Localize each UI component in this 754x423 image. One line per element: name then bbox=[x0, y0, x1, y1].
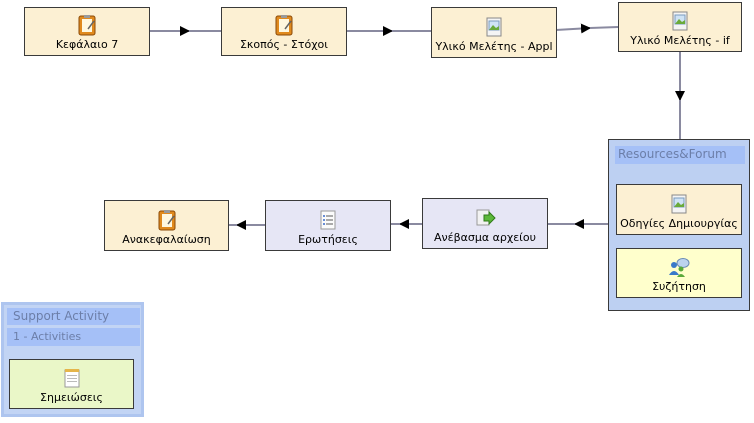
edge-appl-if bbox=[555, 23, 591, 34]
node-kefalaio[interactable]: Κεφάλαιο 7 bbox=[24, 7, 150, 56]
clipboard-icon bbox=[78, 15, 96, 36]
node-label: Οδηγίες Δημιουργίας bbox=[620, 217, 738, 230]
node-anevasma[interactable]: Ανέβασμα αρχείου bbox=[422, 198, 548, 249]
node-syzitisi[interactable]: Συζήτηση bbox=[616, 248, 742, 298]
image-document-icon bbox=[671, 194, 687, 214]
node-label: Ανακεφαλαίωση bbox=[122, 233, 211, 246]
node-skopos[interactable]: Σκοπός - Στόχοι bbox=[221, 7, 347, 56]
node-yliko-appl[interactable]: Υλικό Μελέτης - Appl bbox=[431, 7, 557, 58]
node-anakefalaiosi[interactable]: Ανακεφαλαίωση bbox=[104, 200, 229, 251]
group-subtitle: 1 - Activities bbox=[7, 328, 140, 346]
questionnaire-icon bbox=[320, 210, 336, 230]
node-yliko-if[interactable]: Υλικό Μελέτης - if bbox=[618, 2, 742, 52]
notepad-icon bbox=[64, 369, 79, 388]
node-odigies[interactable]: Οδηγίες Δημιουργίας bbox=[616, 184, 742, 235]
node-label: Σημειώσεις bbox=[40, 391, 103, 404]
upload-file-icon bbox=[476, 209, 496, 226]
group-title: Support Activity bbox=[7, 308, 140, 325]
node-label: Κεφάλαιο 7 bbox=[55, 38, 119, 51]
chat-users-icon bbox=[669, 258, 690, 277]
node-label: Ερωτήσεις bbox=[298, 233, 358, 246]
node-label: Συζήτηση bbox=[652, 280, 706, 293]
node-label: Σκοπός - Στόχοι bbox=[239, 38, 329, 51]
group-title: Resources&Forum bbox=[615, 146, 745, 164]
node-label: Ανέβασμα αρχείου bbox=[434, 231, 536, 244]
image-document-icon bbox=[672, 11, 688, 31]
node-label: Υλικό Μελέτης - Appl bbox=[435, 40, 553, 53]
node-erotiseis[interactable]: Ερωτήσεις bbox=[265, 200, 391, 251]
node-simeioseis[interactable]: Σημειώσεις bbox=[9, 359, 134, 409]
node-label: Υλικό Μελέτης - if bbox=[630, 34, 730, 47]
clipboard-icon bbox=[275, 15, 293, 36]
clipboard-icon bbox=[158, 210, 175, 231]
image-document-icon bbox=[486, 17, 502, 37]
